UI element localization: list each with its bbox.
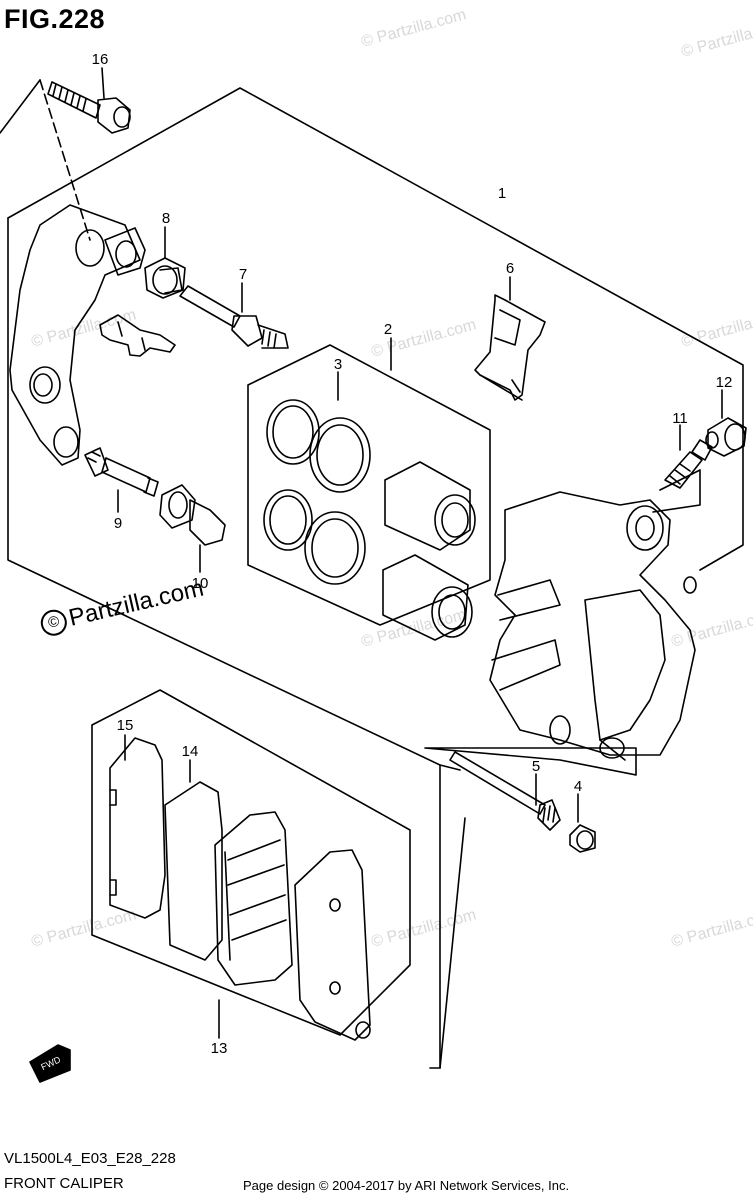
callout-9: 9 [114,515,122,532]
pistons [382,461,476,641]
pad-pin-plug [569,824,596,853]
callout-6: 6 [506,260,514,277]
callout-12: 12 [716,374,733,391]
hanger-bolt [47,81,131,134]
brake-pad-inner [214,811,293,986]
pad-spring [474,294,546,401]
pad-insulator [164,781,223,961]
caliper-bracket [9,204,146,466]
bleeder-cap [705,417,747,457]
pad-clip [99,314,176,357]
slide-pin-boot [159,484,226,546]
seal-box [247,344,491,626]
slide-pin-lower [84,447,159,497]
page-credit: Page design © 2004-2017 by ARI Network S… [243,1178,570,1193]
callout-14: 14 [182,743,199,760]
figure-caption: FRONT CALIPER [4,1175,124,1192]
callout-15: 15 [117,717,134,734]
callout-8: 8 [162,210,170,227]
boot [144,257,186,299]
slide-pin [179,285,289,349]
copyright-icon: © [38,607,70,639]
callout-10: 10 [192,575,209,592]
callout-4: 4 [574,778,582,795]
caliper-body [489,491,697,761]
assembly-outline [7,87,744,571]
callout-2: 2 [384,321,392,338]
brake-pad-outer [294,849,371,1041]
bleeder-valve [664,439,713,489]
assembly-outline-lower [7,217,461,771]
model-code: VL1500L4_E03_E28_228 [4,1150,176,1167]
callout-16: 16 [92,51,109,68]
callout-7: 7 [239,266,247,283]
callout-3: 3 [334,356,342,373]
pad-shim [109,737,166,919]
figure-title: FIG.228 [4,4,106,34]
callout-11: 11 [672,410,688,427]
pads-box [91,689,411,1036]
fwd-arrow [29,1044,71,1083]
callout-5: 5 [532,758,540,775]
callout-13: 13 [211,1040,228,1057]
pad-pin [449,751,561,831]
piston-seals [263,399,371,585]
callout-1: 1 [498,185,506,202]
